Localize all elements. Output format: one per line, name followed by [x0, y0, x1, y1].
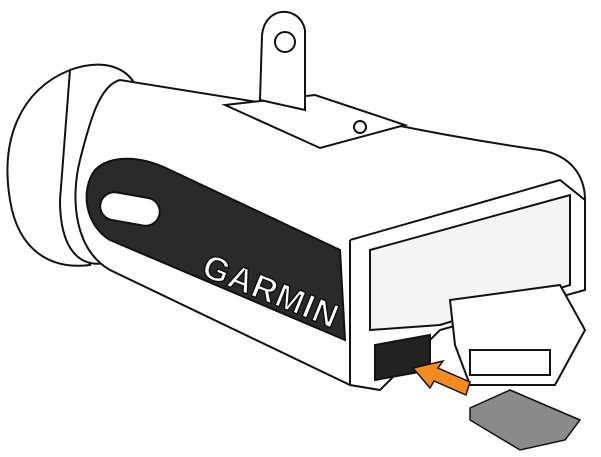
- insert-arrow-icon: [411, 359, 471, 397]
- slot-door: [374, 283, 587, 386]
- button: [99, 191, 161, 227]
- microsd-card: [469, 389, 582, 451]
- tripod-mount: [221, 10, 409, 150]
